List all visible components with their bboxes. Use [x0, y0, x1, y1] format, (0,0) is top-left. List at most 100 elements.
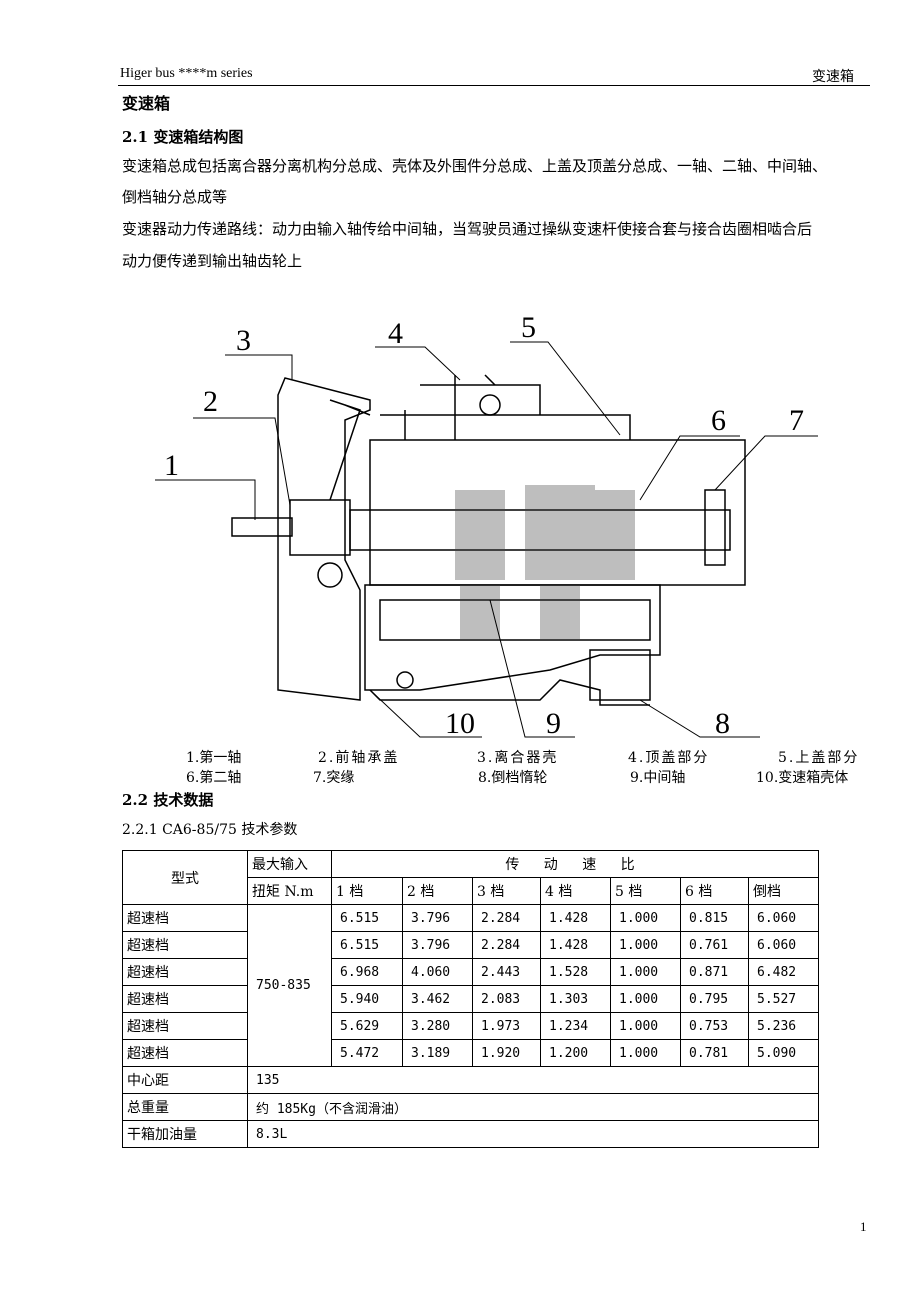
ratio-cell: 1.000 [610, 958, 681, 986]
subsection-heading: 2.2.1 CA6-85/75 技术参数 [122, 822, 298, 838]
ratio-cell: 1.234 [540, 1012, 611, 1040]
ratio-cell: 1.000 [610, 985, 681, 1013]
row-type: 超速档 [122, 958, 248, 986]
row-value: 8.3L [247, 1120, 819, 1148]
section-heading: 2.1 变速箱结构图 [122, 128, 244, 146]
header-gear: 4 档 [540, 877, 611, 905]
header-left: Higer bus ****m series [120, 66, 253, 81]
paragraph: 动力便传递到输出轴齿轮上 [122, 252, 303, 270]
ratio-cell: 3.796 [402, 931, 473, 959]
ratio-cell: 1.303 [540, 985, 611, 1013]
ratio-cell: 5.940 [331, 985, 403, 1013]
callout-9: 9 [546, 707, 561, 740]
row-type: 超速档 [122, 904, 248, 932]
caption: 4.顶盖部分 [628, 750, 710, 766]
ratio-cell: 5.472 [331, 1039, 403, 1067]
row-label: 中心距 [122, 1066, 248, 1094]
ratio-cell: 0.795 [680, 985, 749, 1013]
callout-10: 10 [445, 707, 475, 740]
ratio-cell: 6.060 [748, 904, 819, 932]
ratio-cell: 6.482 [748, 958, 819, 986]
paragraph: 变速箱总成包括离合器分离机构分总成、壳体及外围件分总成、上盖及顶盖分总成、一轴、… [122, 157, 828, 175]
ratio-cell: 5.527 [748, 985, 819, 1013]
caption: 5.上盖部分 [778, 750, 860, 766]
caption: 2.前轴承盖 [318, 750, 400, 766]
ratio-cell: 6.060 [748, 931, 819, 959]
table-row: 总重量约 185Kg（不含润滑油） [122, 1093, 819, 1121]
callout-2: 2 [203, 385, 218, 418]
header-rule [118, 85, 870, 86]
header-gear: 1 档 [331, 877, 403, 905]
row-value: 约 185Kg（不含润滑油） [247, 1093, 819, 1121]
gearbox-diagram: 1 2 3 4 5 6 7 8 9 10 [155, 311, 818, 740]
header-gear: 2 档 [402, 877, 473, 905]
header-torque: 最大输入 [247, 850, 332, 878]
ratio-cell: 2.284 [472, 931, 541, 959]
row-type: 超速档 [122, 985, 248, 1013]
row-label: 干箱加油量 [122, 1120, 248, 1148]
row-type: 超速档 [122, 931, 248, 959]
callout-1: 1 [164, 449, 179, 482]
ratio-cell: 1.428 [540, 931, 611, 959]
caption: 9.中间轴 [630, 770, 686, 786]
ratio-cell: 1.000 [610, 1039, 681, 1067]
ratio-cell: 6.968 [331, 958, 403, 986]
ratio-cell: 4.060 [402, 958, 473, 986]
paragraph: 倒档轴分总成等 [122, 188, 228, 206]
ratio-cell: 0.871 [680, 958, 749, 986]
ratio-cell: 2.443 [472, 958, 541, 986]
ratio-cell: 0.753 [680, 1012, 749, 1040]
torque-value: 750-835 [247, 904, 332, 1067]
ratio-cell: 3.280 [402, 1012, 473, 1040]
page-title: 变速箱 [122, 94, 171, 113]
row-value: 135 [247, 1066, 819, 1094]
callout-6: 6 [711, 404, 726, 437]
row-label: 总重量 [122, 1093, 248, 1121]
row-type: 超速档 [122, 1039, 248, 1067]
ratio-cell: 3.462 [402, 985, 473, 1013]
header-gear: 倒档 [748, 877, 819, 905]
ratio-cell: 1.528 [540, 958, 611, 986]
ratio-cell: 1.000 [610, 931, 681, 959]
callout-7: 7 [789, 404, 804, 437]
caption: 3.离合器壳 [477, 750, 559, 766]
page-number: 1 [860, 1219, 867, 1234]
ratio-cell: 6.515 [331, 904, 403, 932]
callout-5: 5 [521, 311, 536, 344]
ratio-cell: 3.189 [402, 1039, 473, 1067]
callout-8: 8 [715, 707, 730, 740]
caption: 6.第二轴 [186, 770, 242, 786]
header-right: 变速箱 [812, 70, 854, 85]
section-heading: 2.2 技术数据 [122, 791, 214, 809]
ratio-cell: 1.428 [540, 904, 611, 932]
row-type: 超速档 [122, 1012, 248, 1040]
ratio-cell: 0.761 [680, 931, 749, 959]
ratio-cell: 1.920 [472, 1039, 541, 1067]
ratio-cell: 5.629 [331, 1012, 403, 1040]
ratio-cell: 5.090 [748, 1039, 819, 1067]
callout-3: 3 [236, 324, 251, 357]
ratio-cell: 3.796 [402, 904, 473, 932]
header-gear: 6 档 [680, 877, 749, 905]
ratio-cell: 0.781 [680, 1039, 749, 1067]
header-type: 型式 [122, 850, 248, 905]
ratio-cell: 1.000 [610, 904, 681, 932]
caption: 10.变速箱壳体 [756, 770, 849, 786]
ratio-cell: 2.083 [472, 985, 541, 1013]
caption: 7.突缘 [313, 770, 355, 786]
ratio-cell: 5.236 [748, 1012, 819, 1040]
ratio-cell: 2.284 [472, 904, 541, 932]
ratio-cell: 0.815 [680, 904, 749, 932]
caption: 1.第一轴 [186, 750, 242, 766]
callout-4: 4 [388, 317, 403, 350]
ratio-cell: 1.000 [610, 1012, 681, 1040]
header-ratio: 传 动 速 比 [331, 850, 819, 878]
